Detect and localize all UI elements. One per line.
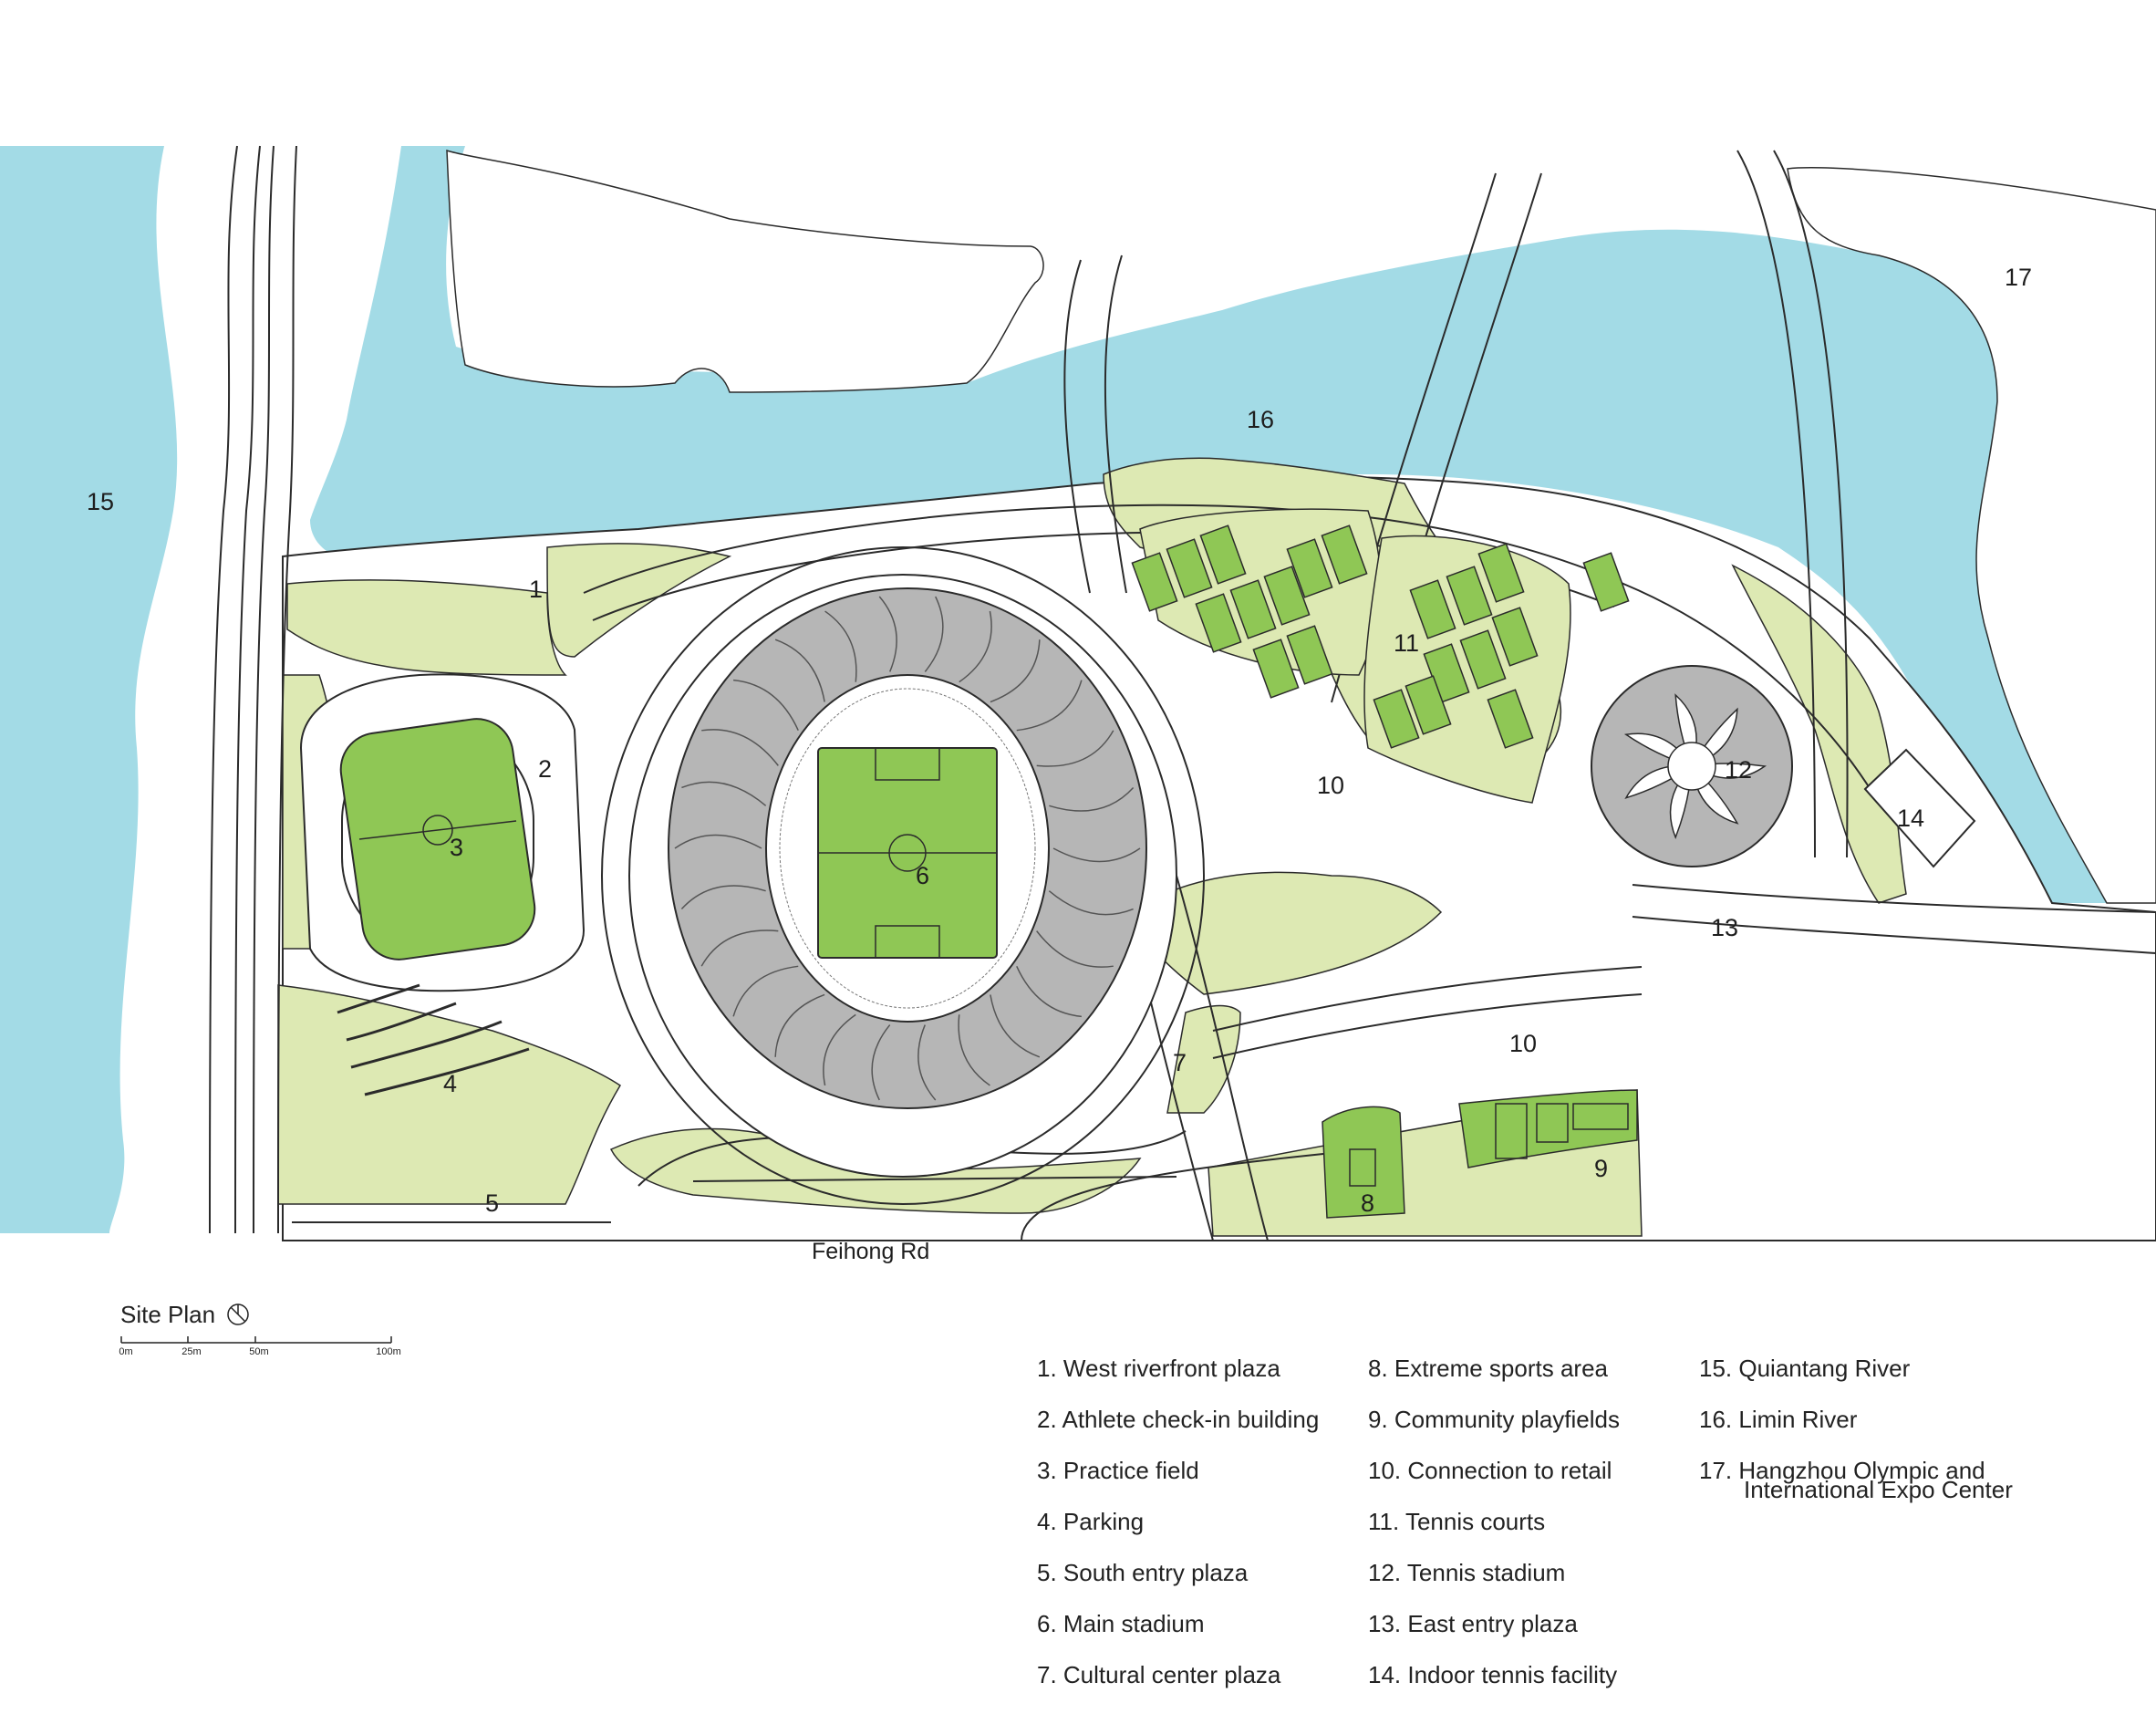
stadium-roof-petal bbox=[680, 885, 766, 910]
stadium-roof-petal bbox=[878, 596, 897, 672]
legend-item-14: 14. Indoor tennis facility bbox=[1368, 1661, 1618, 1688]
legend-item-8: 8. Extreme sports area bbox=[1368, 1355, 1608, 1382]
stadium-roof-petal bbox=[958, 1014, 990, 1086]
scale-tick-100: 100m bbox=[376, 1346, 401, 1357]
tennis-courts bbox=[1131, 508, 1630, 804]
map-label-14: 14 bbox=[1897, 805, 1924, 832]
north-arrow-icon bbox=[227, 1303, 249, 1325]
stadium-roof-petal bbox=[823, 1013, 856, 1086]
legend-item-15: 15. Quiantang River bbox=[1699, 1355, 1911, 1382]
scale-tick-50: 50m bbox=[249, 1346, 269, 1357]
tennis-stadium bbox=[1591, 665, 1793, 867]
legend-item-5: 5. South entry plaza bbox=[1037, 1559, 1249, 1586]
legend-item-10: 10. Connection to retail bbox=[1368, 1457, 1612, 1484]
quiantang-river bbox=[0, 146, 178, 1233]
ring-road-outer bbox=[601, 546, 1205, 1205]
map-label-4: 4 bbox=[443, 1070, 457, 1097]
stadium-roof-petal bbox=[1049, 786, 1135, 812]
road-label-feihong: Feihong Rd bbox=[812, 1239, 929, 1264]
parking-lot bbox=[337, 983, 530, 1096]
legend-item-2: 2. Athlete check-in building bbox=[1037, 1406, 1320, 1433]
stadium-roof-petal bbox=[774, 639, 825, 702]
community-playfields bbox=[1458, 1089, 1638, 1168]
map-label-17: 17 bbox=[2005, 264, 2032, 291]
scale-bar: 0m 25m 50m 100m bbox=[119, 1334, 403, 1370]
practice-field bbox=[299, 673, 586, 992]
north-island bbox=[446, 149, 1044, 393]
legend-item-4: 4. Parking bbox=[1037, 1508, 1145, 1535]
stadium-roof-petal bbox=[959, 610, 992, 683]
site-plan-title: Site Plan bbox=[120, 1301, 216, 1328]
stadium-roof-petal bbox=[674, 834, 762, 849]
map-label-2: 2 bbox=[538, 755, 552, 783]
legend-item-7: 7. Cultural center plaza bbox=[1037, 1661, 1281, 1688]
legend-item-13: 13. East entry plaza bbox=[1368, 1610, 1578, 1637]
legend-item-17: 17. Hangzhou Olympic and bbox=[1699, 1457, 1985, 1484]
legend-item-11: 11. Tennis courts bbox=[1368, 1508, 1546, 1535]
stadium-roof-petal bbox=[1016, 966, 1082, 1018]
indoor-tennis-facility bbox=[1863, 748, 1976, 868]
map-label-3: 3 bbox=[450, 834, 463, 861]
stadium-roof-petal bbox=[871, 1024, 891, 1101]
map-label-12: 12 bbox=[1725, 756, 1752, 784]
stadium-roof-petal bbox=[774, 993, 825, 1057]
map-label-10b: 10 bbox=[1509, 1030, 1537, 1057]
stadium-roof-petal bbox=[824, 610, 857, 682]
legend-item-1: 1. West riverfront plaza bbox=[1037, 1355, 1280, 1382]
stadium-roof-petal bbox=[990, 639, 1041, 703]
legend-item-3: 3. Practice field bbox=[1037, 1457, 1199, 1484]
stadium-roof-petal bbox=[990, 994, 1041, 1058]
map-label-15: 15 bbox=[87, 488, 114, 515]
main-stadium bbox=[668, 587, 1147, 1109]
stadium-roof-petal bbox=[1016, 680, 1083, 732]
map-label-9: 9 bbox=[1594, 1155, 1608, 1182]
stadium-roof-petal bbox=[924, 596, 944, 672]
map-label-11: 11 bbox=[1394, 629, 1419, 657]
stadium-roof-petal bbox=[700, 930, 779, 967]
stadium-roof-petal bbox=[1048, 890, 1134, 916]
stadium-roof-petal bbox=[917, 1024, 937, 1101]
scale-bar-line bbox=[120, 1336, 392, 1344]
map-label-7: 7 bbox=[1173, 1049, 1187, 1076]
limin-river bbox=[310, 146, 2107, 903]
map-label-5: 5 bbox=[485, 1189, 499, 1217]
legend-column-3: 15. Quiantang River 16. Limin River 17. … bbox=[1699, 1343, 1985, 1496]
stadium-roof-petal bbox=[681, 781, 767, 806]
legend-item-12: 12. Tennis stadium bbox=[1368, 1559, 1566, 1586]
map-label-8: 8 bbox=[1361, 1189, 1374, 1217]
stadium-roof-petal bbox=[1036, 730, 1114, 767]
legend-item-17-continued: International Expo Center bbox=[1744, 1476, 2013, 1503]
stadium-roof-petal bbox=[1036, 930, 1114, 968]
map-label-1: 1 bbox=[529, 576, 543, 603]
map-label-10a: 10 bbox=[1317, 772, 1344, 799]
stadium-roof-petal bbox=[732, 965, 799, 1017]
extreme-sports-area bbox=[1322, 1106, 1405, 1219]
stadium-roof-petal bbox=[701, 729, 779, 766]
legend-item-6: 6. Main stadium bbox=[1037, 1610, 1205, 1637]
expo-center-land bbox=[1787, 167, 2156, 904]
map-label-13: 13 bbox=[1711, 914, 1738, 941]
legend-column-1: 1. West riverfront plaza 2. Athlete chec… bbox=[1037, 1343, 1319, 1700]
legend-item-9: 9. Community playfields bbox=[1368, 1406, 1620, 1433]
stadium-roof-petal bbox=[1052, 847, 1141, 863]
legend-item-16: 16. Limin River bbox=[1699, 1406, 1858, 1433]
map-label-16: 16 bbox=[1247, 406, 1274, 433]
map-label-6: 6 bbox=[916, 862, 929, 889]
legend-column-2: 8. Extreme sports area 9. Community play… bbox=[1368, 1343, 1620, 1700]
scale-tick-0: 0m bbox=[119, 1346, 133, 1357]
stadium-roof-petal bbox=[733, 679, 799, 732]
scale-tick-25: 25m bbox=[181, 1346, 202, 1357]
